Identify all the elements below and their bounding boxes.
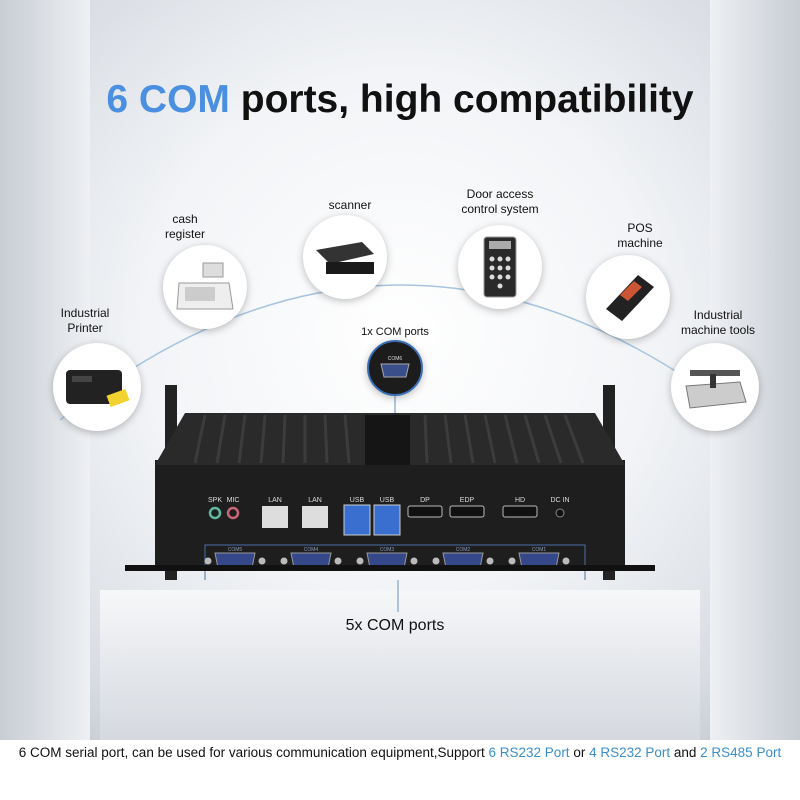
desc-text-1: 6 COM serial port, can be used for vario… (18, 745, 489, 760)
io-port (502, 505, 538, 518)
io-port (208, 506, 222, 520)
single-com-port-icon: COM6 (367, 340, 423, 396)
com-screw (334, 557, 342, 565)
device-label-scanner: scanner (328, 198, 372, 212)
desc-highlight-3: 2 RS485 Port (700, 745, 782, 760)
com-port-label: COM1 (532, 547, 547, 553)
pedestal (100, 590, 700, 740)
io-port (407, 505, 443, 518)
com-screw (486, 557, 494, 565)
printer-icon (53, 343, 141, 431)
io-port (555, 508, 565, 518)
keypad-icon (458, 225, 542, 309)
com-port-label: COM3 (380, 547, 395, 553)
io-label: EDP (460, 497, 475, 504)
io-port (226, 506, 240, 520)
io-port (302, 506, 328, 528)
title-rest: ports, high compatibility (229, 78, 694, 121)
scanner-icon (303, 215, 387, 299)
svg-text:COM6: COM6 (388, 356, 403, 362)
io-port (449, 505, 485, 518)
io-label: DC IN (550, 497, 569, 504)
io-label: LAN (268, 497, 282, 504)
com-screw (280, 557, 288, 565)
io-port (373, 504, 401, 536)
mini-pc: SPK MIC LAN LAN USB USB DP EDP HD DC IN COM5 COM4 C… (125, 385, 655, 580)
io-port (262, 506, 288, 528)
product-scene: 6 COM ports, high compatibility Industri… (0, 0, 800, 740)
com-screw (356, 557, 364, 565)
io-label: SPK (208, 497, 222, 504)
desc-text-3: and (670, 745, 701, 760)
desc-highlight-2: 4 RS232 Port (589, 745, 671, 760)
com-screw (204, 557, 212, 565)
com-port-label: COM2 (456, 547, 471, 553)
com-port-label: COM4 (304, 547, 319, 553)
com-screw (410, 557, 418, 565)
description: 6 COM serial port, can be used for vario… (0, 740, 800, 766)
io-port (343, 504, 371, 536)
io-label: HD (515, 497, 525, 504)
com-screw (432, 557, 440, 565)
multi-com-label: 5x COM ports (345, 617, 445, 634)
title-highlight: 6 COM (106, 78, 230, 121)
io-label: USB (350, 497, 365, 504)
cash-register-icon (163, 245, 247, 329)
com-screw (258, 557, 266, 565)
com-screw (562, 557, 570, 565)
io-label: MIC (227, 497, 240, 504)
io-label: USB (380, 497, 395, 504)
io-label: LAN (308, 497, 322, 504)
io-label: DP (420, 497, 430, 504)
com-port-label: COM5 (228, 547, 243, 553)
desc-text-2: or (569, 745, 590, 760)
desc-highlight-1: 6 RS232 Port (488, 745, 570, 760)
cnc-machine-icon (671, 343, 759, 431)
pos-terminal-icon (586, 255, 670, 339)
single-com-label: 1x COM ports (361, 326, 429, 338)
com-screw (508, 557, 516, 565)
page-title: 6 COM ports, high compatibility (0, 78, 800, 122)
